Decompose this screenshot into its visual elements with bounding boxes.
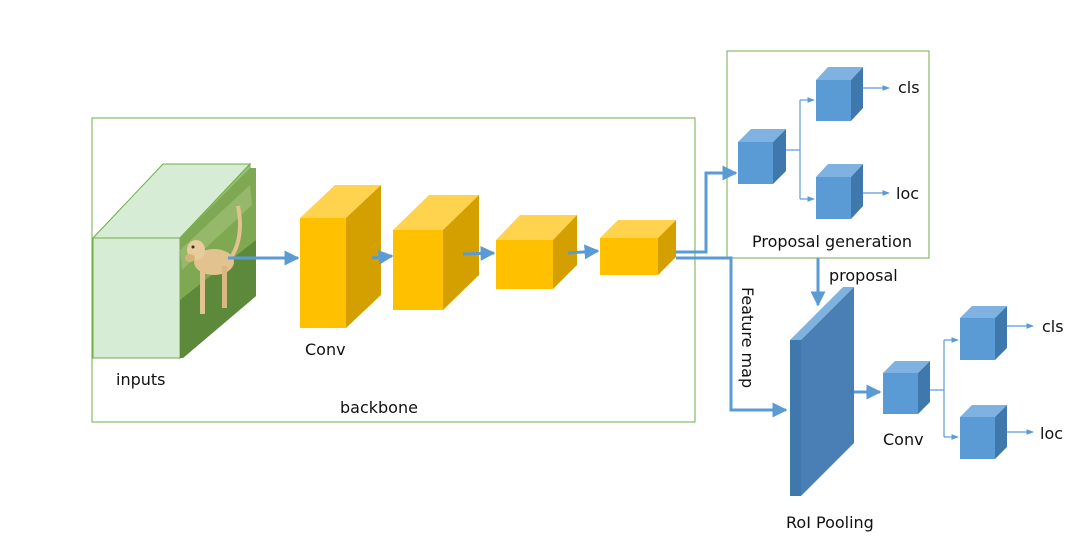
backbone-arrows [228,244,600,266]
rpn-conv-block [738,129,786,184]
conv-block-1 [300,185,381,328]
conv-block-4 [600,220,676,275]
head-connectors [930,323,1034,440]
head-loc-block [960,405,1007,459]
roi-pooling-block [790,287,854,496]
rpn-loc-label: loc [896,184,919,203]
rpn-connectors [786,85,890,202]
head-cls-label: cls [1042,317,1064,336]
head-cls-block [960,306,1007,360]
conv-block-3 [496,215,577,289]
conv-backbone-label: Conv [305,340,346,359]
proposal-generation-label: Proposal generation [752,232,912,251]
feature-map-label: Feature map [738,287,757,388]
rpn-cls-label: cls [898,78,920,97]
inputs-label: inputs [116,370,166,389]
dog-photo-icon [180,168,256,358]
backbone-label: backbone [340,398,418,417]
proposal-label: proposal [829,266,898,285]
proposal-generation-frame [726,50,930,259]
head-conv-block [883,361,930,414]
conv-head-label: Conv [883,430,924,449]
rpn-loc-block [816,164,863,219]
conv-block-2 [393,195,479,310]
rpn-cls-block [816,67,863,121]
feature-paths [676,165,826,418]
backbone-frame [91,117,696,423]
roi-pooling-label: RoI Pooling [786,513,874,532]
head-loc-label: loc [1040,424,1063,443]
